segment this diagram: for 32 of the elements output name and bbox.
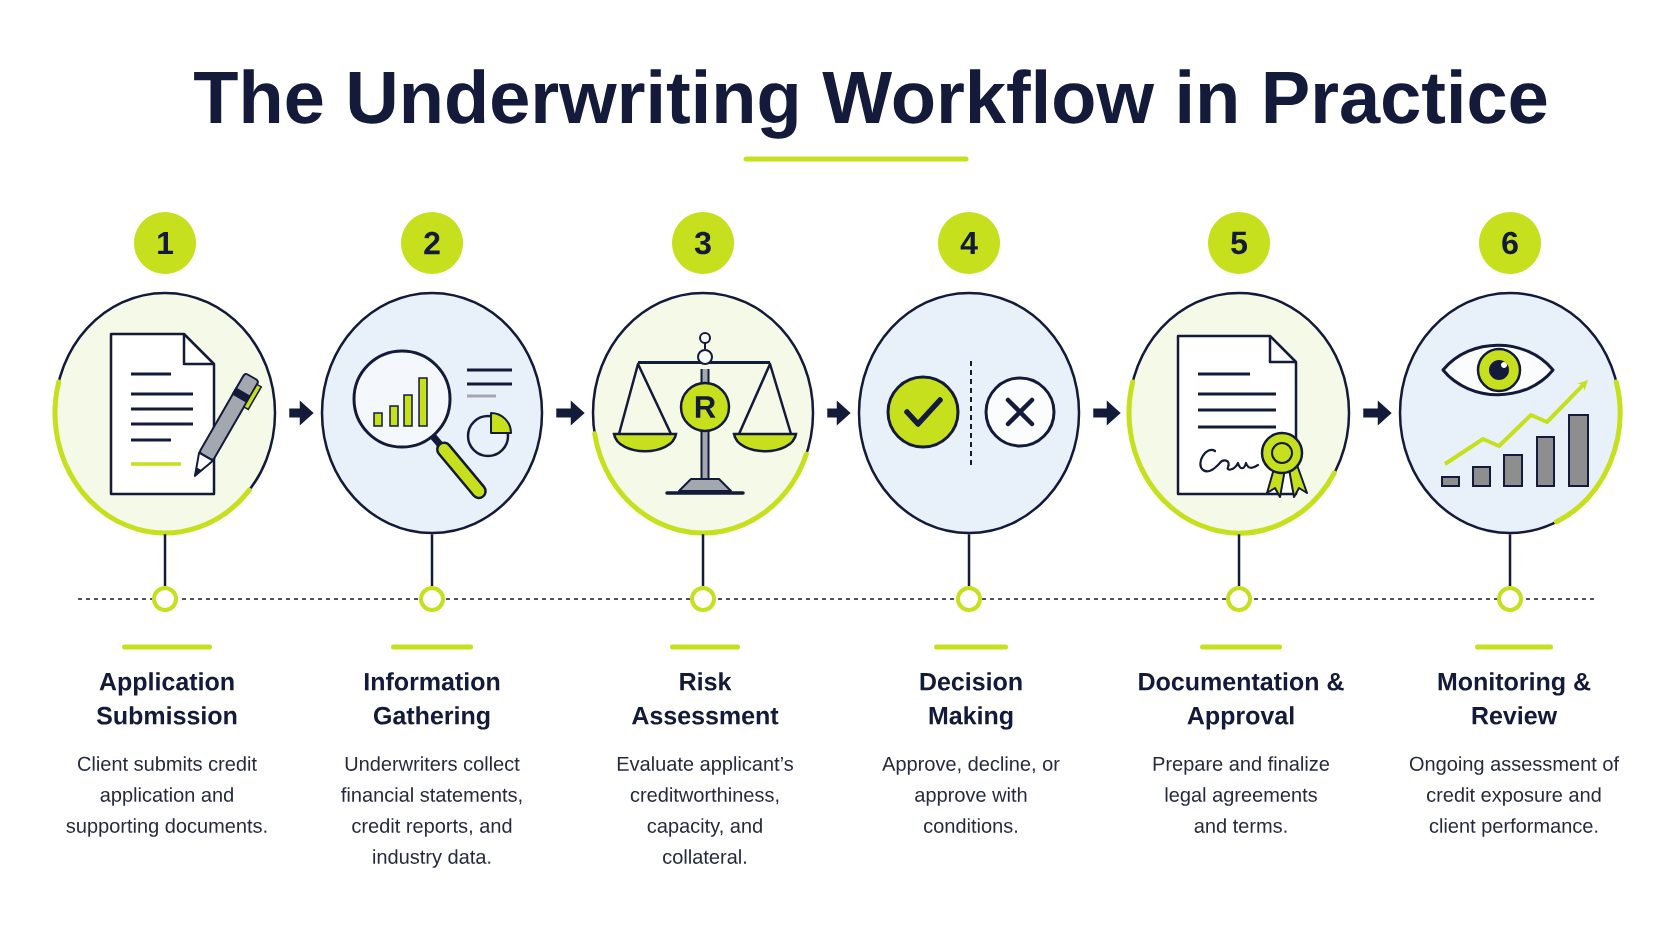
connector-line	[163, 534, 167, 586]
step-description: Ongoing assessment of credit exposure and client performance.	[1409, 756, 1620, 837]
step-heading: Decision Making	[920, 672, 1022, 730]
number-badge: 4	[938, 212, 1000, 274]
step-description: Underwriters collect financial statements, credit reports, and industry data.	[341, 756, 522, 868]
step-description: Approve, decline, or approve with conditions.	[882, 756, 1060, 833]
step-description: Client submits credit application and supporting documents.	[66, 756, 267, 837]
number-badge: 5	[1208, 212, 1270, 274]
step-heading: Information Gathering	[364, 672, 500, 730]
timeline-dot	[1497, 586, 1523, 612]
timeline-dot	[419, 586, 445, 612]
step-description: Prepare and finalize legal agreements and terms.	[1153, 756, 1329, 833]
timeline-dot	[152, 586, 178, 612]
connector-line	[701, 534, 705, 586]
step-heading: Monitoring & Review	[1438, 672, 1591, 725]
timeline-dot	[690, 586, 716, 612]
connector-line	[1237, 534, 1241, 586]
connector-line	[967, 534, 971, 586]
connector-line	[1508, 534, 1512, 586]
number-badge: 2	[401, 212, 463, 274]
step-description: Evaluate applicant’s creditworthiness, capacity, and collateral.	[617, 756, 793, 864]
step-heading: Risk Assessment	[632, 672, 779, 725]
number-badge: 6	[1479, 212, 1541, 274]
timeline-dot	[956, 586, 982, 612]
number-badge: 3	[672, 212, 734, 274]
title: The Underwriting Workflow in Practice	[194, 69, 1547, 139]
step-heading: Application Submission	[96, 672, 237, 725]
step-heading: Documentation & Approval	[1139, 672, 1344, 730]
number-badge: 1	[134, 212, 196, 274]
timeline-dot	[1226, 586, 1252, 612]
connector-line	[430, 534, 434, 586]
icon-letter: R	[695, 396, 716, 418]
